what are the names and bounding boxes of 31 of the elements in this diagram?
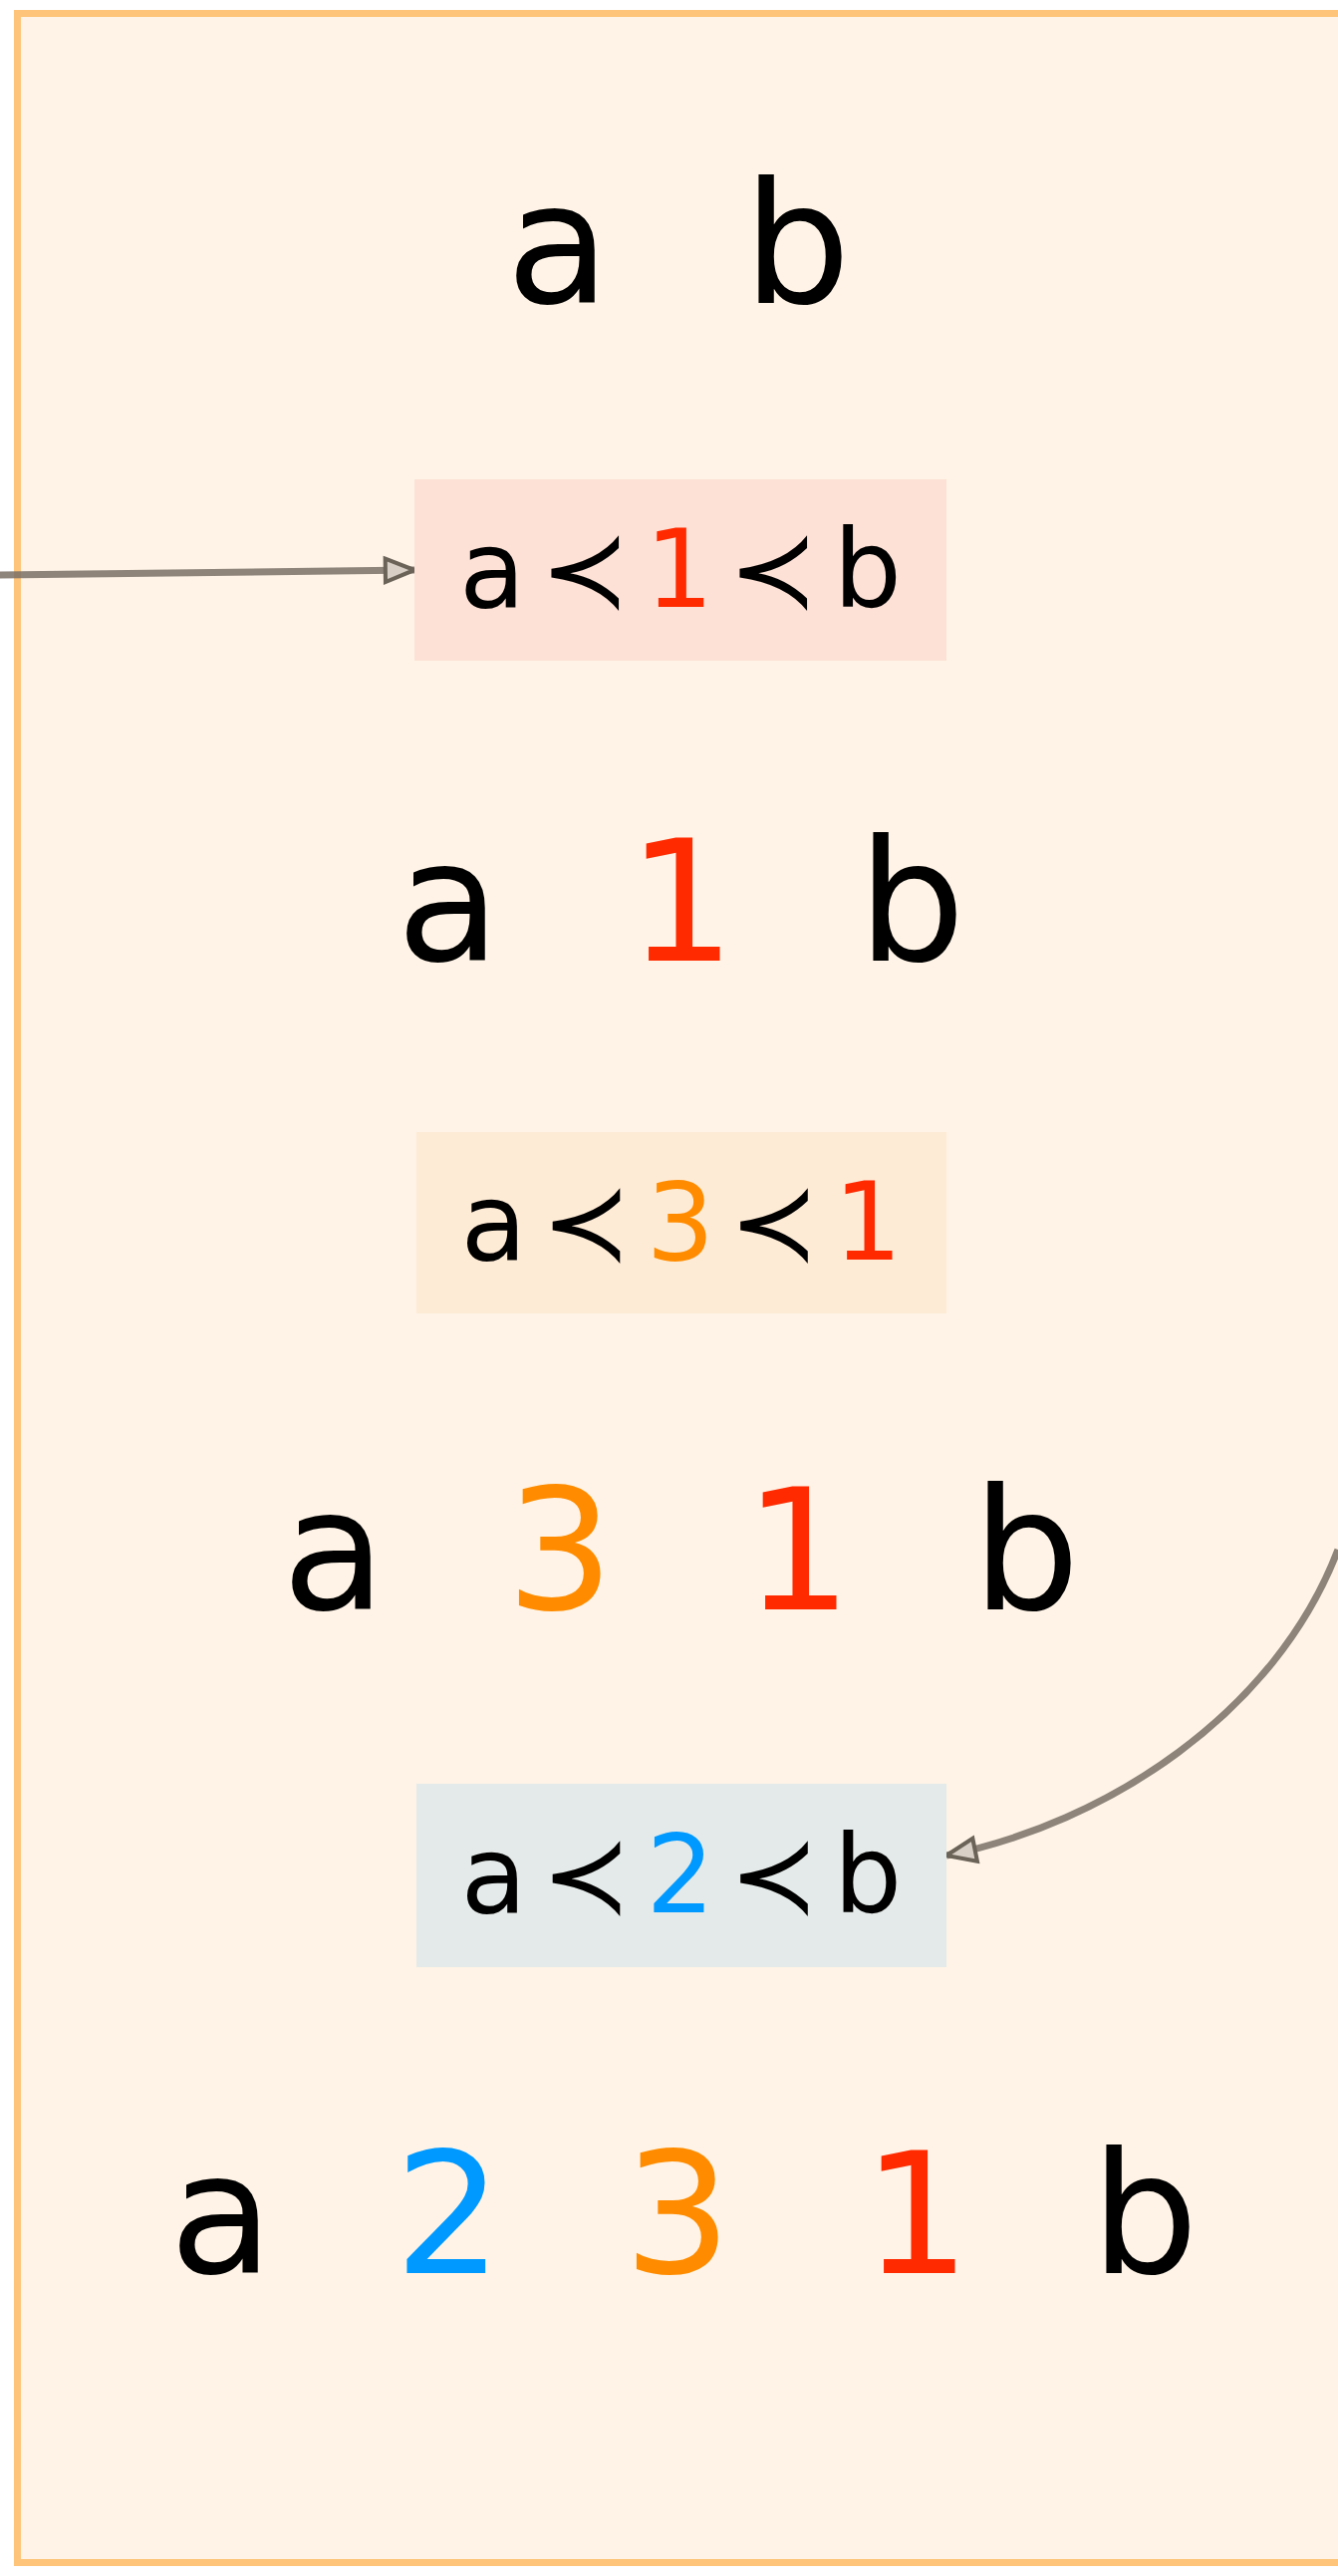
sequence-symbol: a: [396, 817, 501, 987]
symbol: b: [833, 516, 903, 624]
symbol: a: [458, 516, 526, 624]
symbol: ≺: [541, 1169, 632, 1277]
sequence-symbol: b: [858, 817, 965, 987]
sequence-symbol: 3: [505, 1466, 615, 1635]
ordering-box: [416, 1784, 946, 1967]
symbol: 2: [646, 1822, 715, 1929]
symbol: ≺: [728, 1169, 820, 1277]
symbol: 1: [833, 1169, 903, 1277]
symbol: ≺: [728, 516, 819, 624]
symbol: 3: [646, 1169, 715, 1277]
symbol: 1: [645, 516, 714, 624]
sequence-symbol: 2: [394, 2130, 503, 2299]
sequence-symbol: b: [1091, 2130, 1199, 2299]
symbol: a: [460, 1169, 527, 1277]
ordering-box: [414, 479, 946, 661]
sequence-symbol: a: [281, 1466, 387, 1635]
sequence-symbol: a: [505, 159, 611, 329]
symbol: ≺: [728, 1822, 820, 1929]
sequence-symbol: 1: [743, 1466, 853, 1635]
sequence-symbol: b: [743, 159, 851, 329]
symbol: ≺: [541, 1822, 632, 1929]
symbol: b: [833, 1822, 903, 1929]
sequence-symbol: b: [972, 1466, 1080, 1635]
sequence-symbol: 3: [623, 2130, 732, 2299]
symbol: ≺: [540, 516, 631, 624]
sequence-symbol: 1: [627, 817, 736, 987]
sequence-symbol: a: [168, 2130, 274, 2299]
symbol: a: [460, 1822, 527, 1929]
sequence-symbol: 1: [862, 2130, 971, 2299]
